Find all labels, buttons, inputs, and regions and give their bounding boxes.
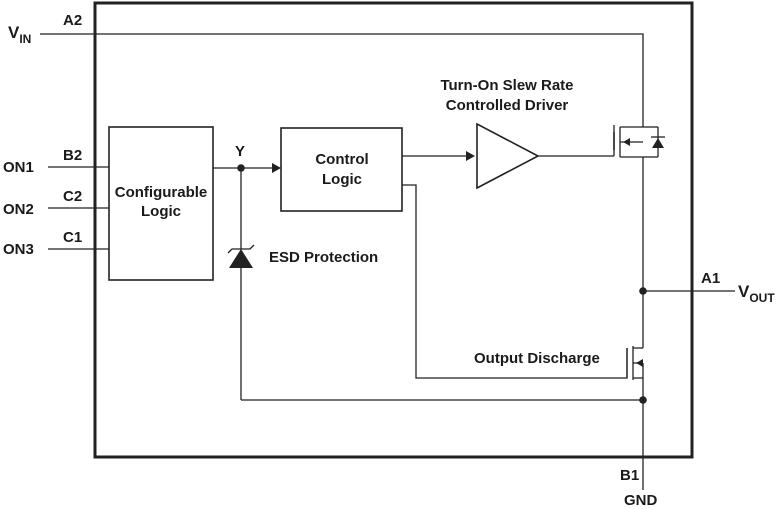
driver-label-1: Turn-On Slew Rate: [440, 77, 573, 94]
configurable-logic-label-1: Configurable: [115, 184, 208, 201]
vout-label: VOUT: [738, 282, 775, 305]
on3-pin: ON3 C1: [3, 229, 109, 258]
configurable-logic-label-2: Logic: [141, 203, 181, 220]
vin-wire: [40, 33, 644, 127]
node-y: Y: [213, 143, 281, 173]
vin-pin: VIN A2: [8, 12, 644, 127]
vout-pin: A1 VOUT: [701, 270, 775, 305]
control-logic-label-1: Control: [315, 151, 368, 168]
driver-triangle-icon: [476, 122, 540, 190]
slew-rate-driver: Turn-On Slew Rate Controlled Driver: [440, 77, 574, 190]
vin-label: VIN: [8, 23, 31, 46]
output-discharge-label: Output Discharge: [474, 350, 600, 367]
driver-label-2: Controlled Driver: [446, 97, 569, 114]
on2-label: ON2: [3, 201, 34, 218]
control-logic-label-2: Logic: [322, 171, 362, 188]
esd-protection-label: ESD Protection: [269, 249, 378, 266]
c2-pin-label: C2: [63, 188, 82, 205]
on2-pin: ON2 C2: [3, 188, 109, 218]
driver-input-arrowhead: [466, 151, 475, 161]
on1-pin: ON1 B2: [3, 147, 109, 176]
y-label: Y: [235, 143, 245, 160]
a2-pin-label: A2: [63, 12, 82, 29]
gnd-pin: B1 GND: [620, 467, 658, 509]
discharge-fet-icon: [626, 346, 644, 400]
package-outline: [93, 1, 694, 459]
pass-fet-icon: [613, 125, 665, 158]
on1-label: ON1: [3, 159, 34, 176]
body-diode-icon: [652, 138, 664, 148]
c1-pin-label: C1: [63, 229, 82, 246]
configurable-logic-block: Configurable Logic: [108, 126, 214, 281]
b1-pin-label: B1: [620, 467, 639, 484]
a1-pin-label: A1: [701, 270, 720, 287]
esd-diode-icon: [227, 168, 255, 400]
y-arrowhead: [272, 163, 281, 173]
b2-pin-label: B2: [63, 147, 82, 164]
gnd-label: GND: [624, 492, 658, 509]
control-logic-block: Control Logic: [280, 127, 403, 212]
on3-label: ON3: [3, 241, 34, 258]
